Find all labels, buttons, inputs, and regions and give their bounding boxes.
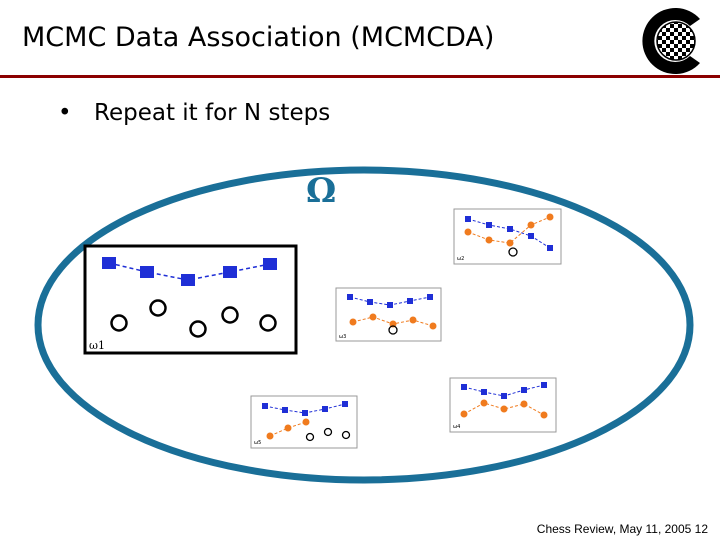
state-space-diagram: Ω ω1 ω2 (34, 166, 694, 484)
slide-footer: Chess Review, May 11, 2005 12 (536, 522, 708, 536)
panel-label: ω5 (254, 440, 261, 446)
title-rule (0, 75, 720, 78)
panel-omega-4: ω4 (449, 377, 557, 433)
state-space-ellipse (34, 166, 694, 484)
slide-title: MCMC Data Association (MCMCDA) (22, 22, 495, 53)
panel-omega-5: ω5 (250, 395, 358, 449)
omega-symbol: Ω (306, 171, 336, 211)
bullet-point: • Repeat it for N steps (58, 100, 330, 126)
panel-label: ω4 (453, 424, 460, 430)
panel-omega-3: ω3 (335, 287, 442, 342)
panel-label: ω3 (339, 334, 346, 340)
chess-logo (642, 8, 700, 74)
bullet-text: Repeat it for N steps (94, 100, 331, 126)
panel-label: ω2 (457, 256, 464, 262)
panel-omega-1: ω1 (83, 244, 298, 355)
bullet-dot: • (58, 100, 72, 126)
panel-label: ω1 (89, 339, 105, 352)
panel-omega-2: ω2 (453, 208, 562, 265)
